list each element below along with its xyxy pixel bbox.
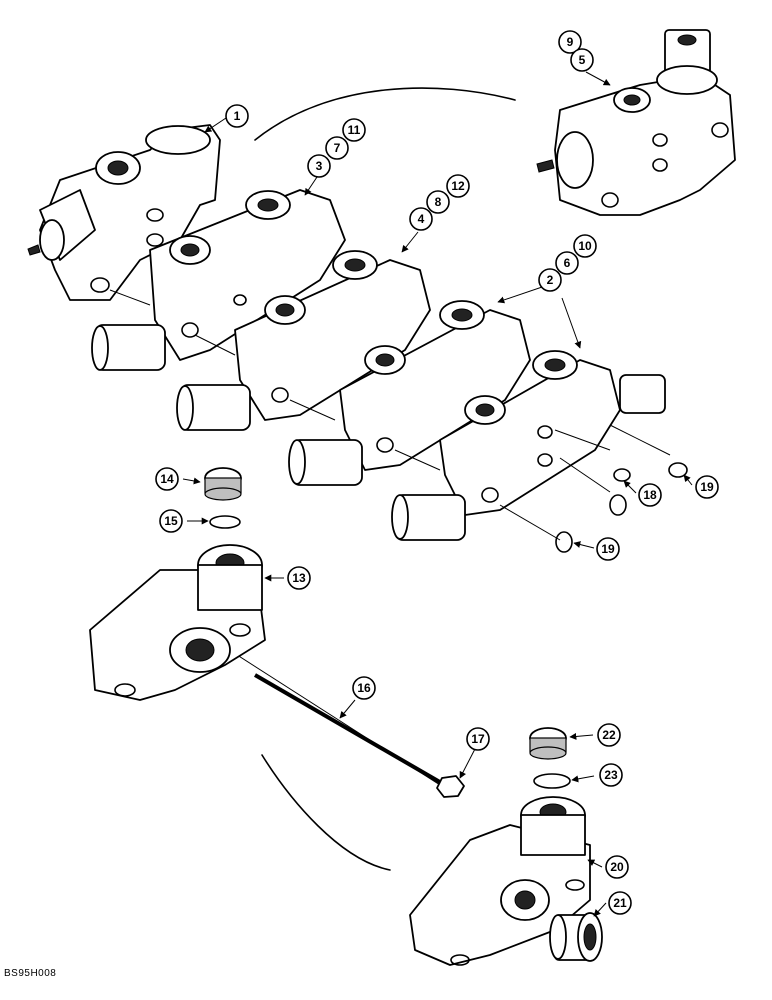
plug-14: [204, 467, 242, 501]
outlet-section: [536, 29, 736, 216]
callout-circle: [599, 763, 623, 787]
callout-number: 1: [234, 109, 241, 123]
callout-23: 23: [599, 763, 623, 787]
valve-section-3: [288, 300, 531, 486]
callout-number: 5: [579, 53, 586, 67]
callout-number: 18: [643, 488, 657, 502]
callout-number: 2: [547, 273, 554, 287]
callout-number: 19: [700, 480, 714, 494]
valve-section-4: [391, 350, 666, 541]
callout-circle: [558, 30, 582, 54]
callout-18: 18: [638, 483, 662, 507]
callout-circle: [605, 855, 629, 879]
bracket-20: [409, 796, 591, 966]
callout-14: 14: [155, 467, 179, 491]
callout-12: 12: [446, 174, 470, 198]
o-ring-19b: [668, 462, 688, 478]
callout-circle: [638, 483, 662, 507]
callout-11: 11: [342, 118, 366, 142]
callout-9: 9: [558, 30, 582, 54]
callout-number: 9: [567, 35, 574, 49]
callout-circle: [155, 467, 179, 491]
valve-section-1: [91, 189, 346, 371]
callout-20: 20: [605, 855, 629, 879]
callout-circle: [466, 727, 490, 751]
callout-19: 19: [596, 537, 620, 561]
callout-number: 7: [334, 141, 341, 155]
reference-code: BS95H008: [4, 968, 57, 979]
o-ring-23: [533, 773, 571, 789]
callout-circle: [573, 234, 597, 258]
callout-number: 3: [316, 159, 323, 173]
callout-number: 17: [471, 732, 485, 746]
callout-number: 19: [601, 542, 615, 556]
callout-circle: [342, 118, 366, 142]
callout-number: 21: [613, 896, 627, 910]
callout-circle: [570, 48, 594, 72]
callout-number: 14: [160, 472, 174, 486]
leader-lines: [182, 71, 693, 917]
callout-number: 12: [451, 179, 465, 193]
callout-7: 7: [325, 136, 349, 160]
callout-circle: [695, 475, 719, 499]
callout-circle: [596, 537, 620, 561]
callout-number: 23: [604, 768, 618, 782]
callout-circle: [597, 723, 621, 747]
callout-13: 13: [287, 566, 311, 590]
callout-1: 1: [225, 104, 249, 128]
callout-circle: [307, 154, 331, 178]
callout-number: 22: [602, 728, 616, 742]
nut-17: [436, 775, 465, 798]
callout-15: 15: [159, 509, 183, 533]
callout-3: 3: [307, 154, 331, 178]
tie-rod-16: [253, 673, 447, 787]
callout-16: 16: [352, 676, 376, 700]
callout-number: 6: [564, 256, 571, 270]
callout-circle: [325, 136, 349, 160]
callout-number: 13: [292, 571, 306, 585]
callout-circle: [287, 566, 311, 590]
inlet-section: [27, 124, 221, 301]
valve-section-2: [176, 250, 431, 431]
plug-22: [529, 727, 567, 760]
callout-17: 17: [466, 727, 490, 751]
callout-4: 4: [409, 207, 433, 231]
callout-number: 10: [578, 239, 592, 253]
sweep-arc-top: [254, 87, 516, 141]
callout-number: 15: [164, 514, 178, 528]
callout-circle: [608, 891, 632, 915]
callout-number: 20: [610, 860, 624, 874]
fitting-21: [549, 912, 603, 962]
o-ring-19a: [609, 494, 627, 516]
sweep-arc-bottom: [261, 754, 391, 871]
callout-circle: [159, 509, 183, 533]
callout-8: 8: [426, 190, 450, 214]
callout-number: 4: [418, 212, 425, 226]
o-ring-18: [613, 468, 631, 482]
callout-circle: [555, 251, 579, 275]
callout-circle: [352, 676, 376, 700]
callout-circle: [409, 207, 433, 231]
o-ring-19c: [555, 531, 573, 553]
callout-number: 11: [348, 123, 361, 137]
callout-circle: [538, 268, 562, 292]
callout-2: 2: [538, 268, 562, 292]
o-ring-15: [209, 515, 241, 529]
callout-21: 21: [608, 891, 632, 915]
callout-circle: [426, 190, 450, 214]
callout-circle: [446, 174, 470, 198]
callout-10: 10: [573, 234, 597, 258]
bracket-13: [89, 544, 266, 701]
callout-22: 22: [597, 723, 621, 747]
callout-number: 16: [357, 681, 371, 695]
callout-number: 8: [435, 195, 442, 209]
callout-5: 5: [570, 48, 594, 72]
callout-19: 19: [695, 475, 719, 499]
callout-6: 6: [555, 251, 579, 275]
callout-circle: [225, 104, 249, 128]
